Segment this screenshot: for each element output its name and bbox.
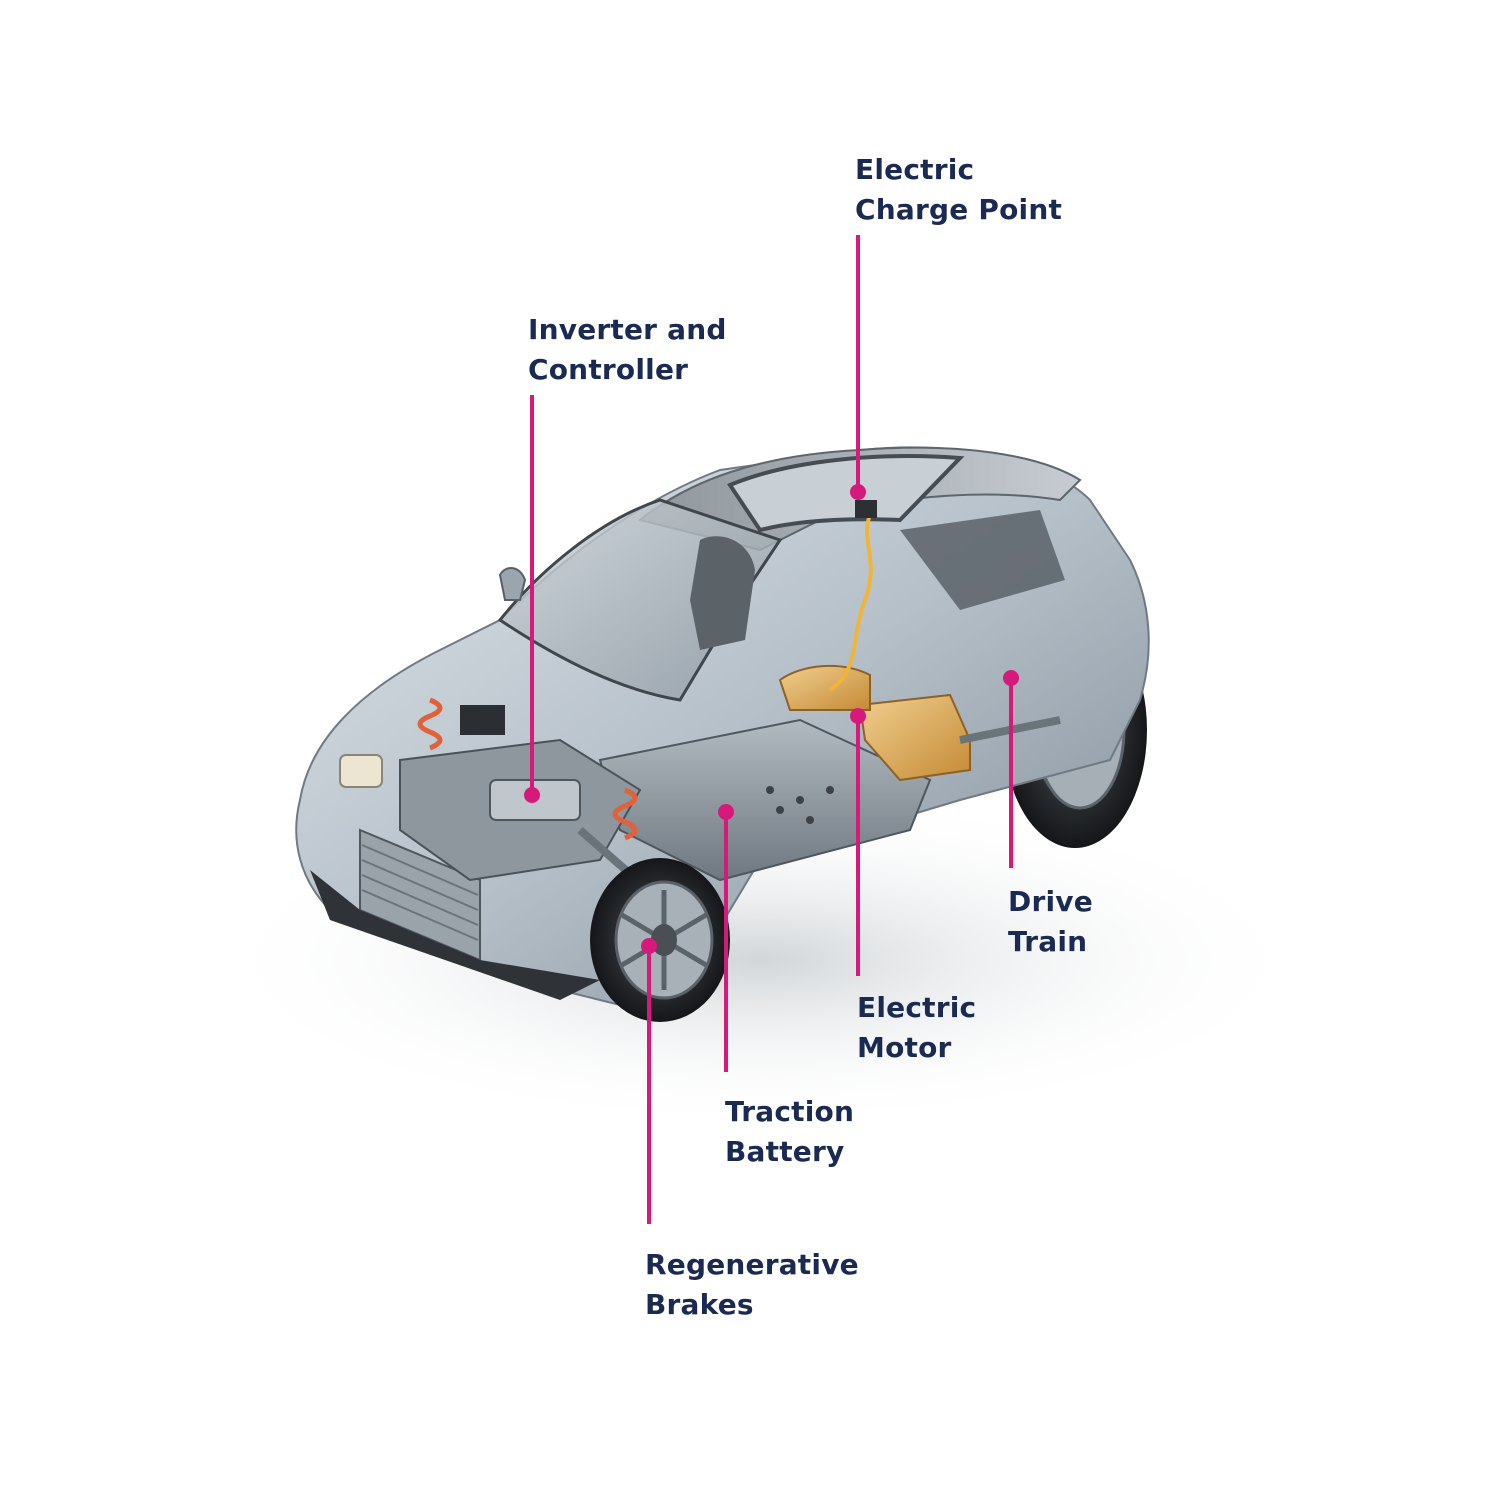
callout-electric-motor-dot: [850, 708, 866, 724]
callout-drive-train-dot: [1003, 670, 1019, 686]
callout-charge-point-dot: [850, 484, 866, 500]
label-inverter-and-controller: Inverter and Controller: [528, 310, 727, 390]
side-mirror: [498, 567, 527, 601]
coolant-reservoir: [339, 754, 383, 788]
label-regenerative-brakes: Regenerative Brakes: [645, 1245, 859, 1325]
label-line: Controller: [528, 353, 689, 386]
sunroof: [726, 454, 965, 533]
callout-inverter-dot: [524, 787, 540, 803]
label-line: Charge Point: [855, 193, 1063, 226]
charge-cable: [828, 514, 873, 692]
front-suspension: [417, 697, 638, 841]
label-line: Train: [1008, 925, 1088, 958]
label-drive-train: Drive Train: [1008, 882, 1093, 962]
label-electric-charge-point: Electric Charge Point: [855, 150, 1062, 230]
front-bumper-lower: [310, 870, 600, 1000]
rear-motor-housing: [778, 664, 871, 711]
battery-bolts: [766, 786, 834, 824]
label-line: Traction: [725, 1095, 855, 1128]
label-line: Inverter and: [528, 313, 727, 346]
grille-slats: [361, 844, 479, 941]
label-line: Regenerative: [645, 1248, 859, 1281]
side-window: [900, 510, 1065, 610]
battery-pack: [598, 718, 932, 882]
label-line: Drive: [1008, 885, 1093, 918]
callout-traction-battery-dot: [718, 804, 734, 820]
label-traction-battery: Traction Battery: [725, 1092, 854, 1172]
label-electric-motor: Electric Motor: [857, 988, 976, 1068]
callout-regen-brakes-dot: [641, 938, 657, 954]
label-line: Battery: [725, 1135, 845, 1168]
label-line: Brakes: [645, 1288, 754, 1321]
label-line: Motor: [857, 1031, 952, 1064]
charge-port: [855, 500, 877, 518]
seat: [690, 536, 755, 650]
label-line: Electric: [855, 153, 975, 186]
rear-motor: [858, 693, 971, 782]
label-line: Electric: [857, 991, 977, 1024]
front-wheel: [590, 858, 730, 1022]
front-battery-12v: [460, 705, 505, 735]
